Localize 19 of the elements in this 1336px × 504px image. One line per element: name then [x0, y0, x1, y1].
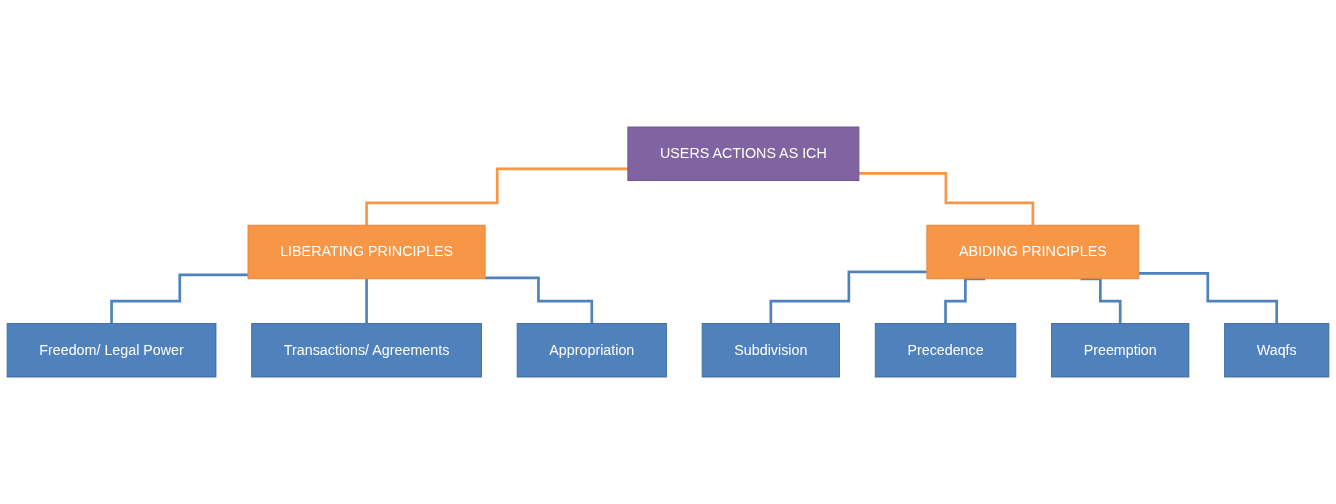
node-box: USERS ACTIONS AS ICH: [627, 126, 860, 181]
node-box: Subdivision: [701, 323, 840, 378]
node-box: LIBERATING PRINCIPLES: [247, 224, 486, 280]
connector: [110, 273, 248, 325]
connector: [1080, 277, 1122, 325]
connector: [365, 277, 368, 325]
node-box: Appropriation: [516, 323, 667, 378]
connector: [365, 167, 628, 227]
connector: [1138, 272, 1279, 325]
node-box: ABIDING PRINCIPLES: [926, 224, 1140, 280]
connector: [769, 270, 927, 325]
connector: [485, 276, 594, 325]
connector: [858, 172, 1035, 227]
node-box: Precedence: [874, 323, 1017, 378]
node-box: Preemption: [1051, 323, 1190, 378]
node-box: Waqfs: [1224, 323, 1330, 378]
node-box: Freedom/ Legal Power: [6, 323, 217, 378]
connector: [944, 277, 986, 325]
node-box: Transactions/ Agreements: [251, 323, 482, 378]
